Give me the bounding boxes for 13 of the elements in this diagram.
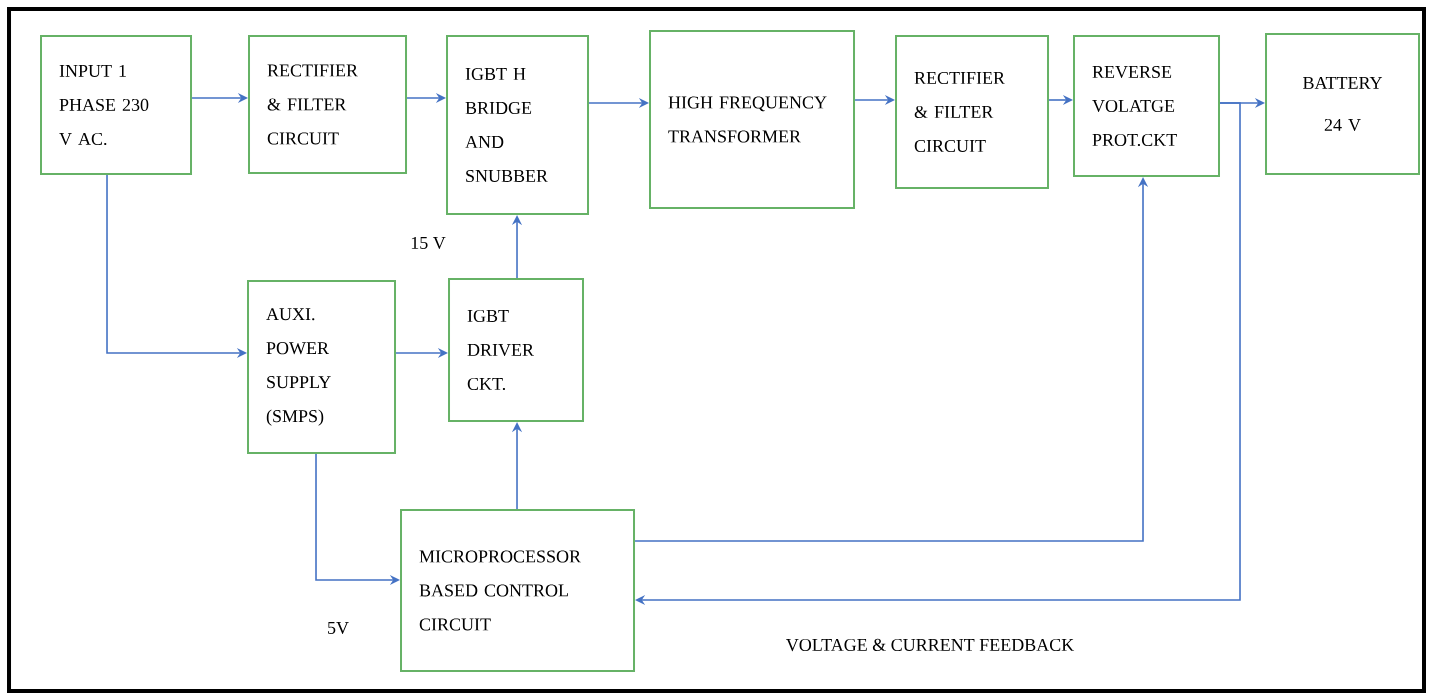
voltage-label: 5V — [328, 621, 349, 635]
block-box: IGBT H BRIDGE AND SNUBBER — [446, 35, 589, 215]
block-box: INPUT 1 PHASE 230 V AC. — [40, 35, 192, 175]
block-box: BATTERY 24 V — [1265, 33, 1420, 175]
block-box: RECTIFIER & FILTER CIRCUIT — [248, 35, 407, 174]
edge-label: VOLTAGE & CURRENT FEEDBACK — [783, 636, 1077, 654]
voltage-label: 15 V — [411, 236, 446, 250]
block-box: IGBT DRIVER CKT. — [448, 278, 584, 422]
block-box: AUXI. POWER SUPPLY (SMPS) — [247, 280, 396, 454]
block-box: RECTIFIER & FILTER CIRCUIT — [895, 35, 1049, 189]
block-box: MICROPROCESSOR BASED CONTROL CIRCUIT — [400, 509, 635, 672]
block-box: HIGH FREQUENCY TRANSFORMER — [649, 30, 855, 209]
block-box: REVERSE VOLATGE PROT.CKT — [1073, 35, 1220, 177]
